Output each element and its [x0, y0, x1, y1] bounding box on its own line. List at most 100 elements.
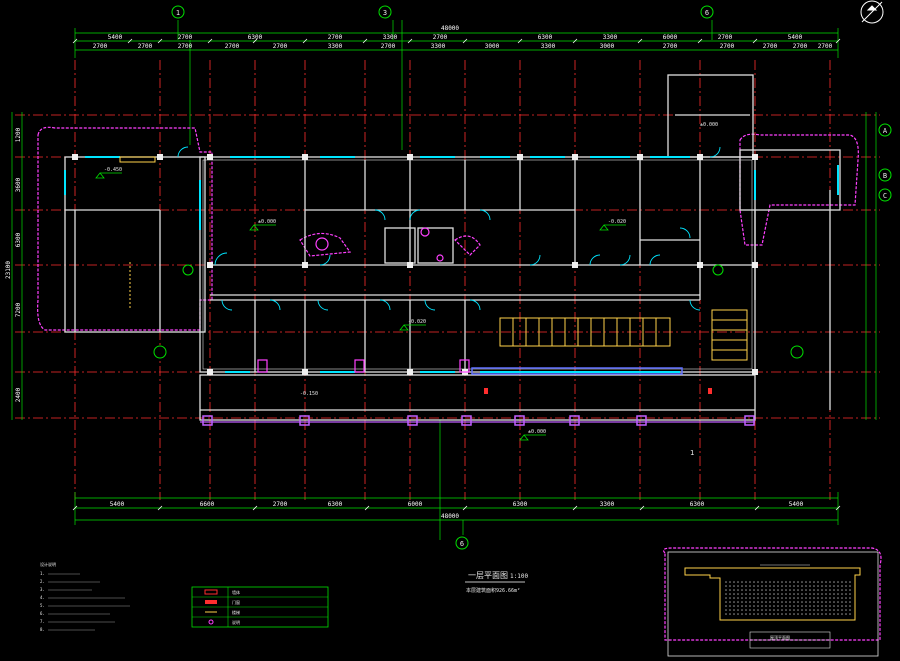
dim-text: 3300	[600, 501, 615, 508]
axis-label: 6	[460, 540, 464, 548]
red-markers	[484, 388, 712, 394]
landscape-outline	[37, 126, 882, 641]
axis-label: B	[883, 172, 887, 180]
elevation-markers	[95, 172, 626, 441]
dim-text: 2700	[273, 43, 288, 50]
dim-text: 2700	[663, 43, 678, 50]
dim-text: 2700	[793, 43, 808, 50]
elevation-labels: -0.450 ±0.000 -0.020 ±0.000 -0.020 ±0.00…	[104, 122, 718, 435]
dim-text: 2700	[138, 43, 153, 50]
elevation-text: ±0.000	[700, 122, 718, 128]
elevation-text: -0.450	[104, 167, 122, 173]
dim-text: 6300	[248, 34, 263, 41]
note-line: 8.	[40, 627, 45, 632]
dim-text: 6600	[200, 501, 215, 508]
elevation-text: ±0.000	[528, 429, 546, 435]
dimension-ticks	[72, 38, 841, 511]
legend-table: 墙体 门窗 楼梯 说明	[191, 586, 329, 628]
notes-heading: 设计说明	[40, 561, 56, 567]
dim-text: 2700	[763, 43, 778, 50]
dim-text: 2700	[433, 34, 448, 41]
note-line: 7.	[40, 619, 45, 624]
axis-bubbles	[153, 5, 892, 550]
fixtures	[257, 227, 470, 373]
dim-text: 2700	[720, 43, 735, 50]
dim-top-overall: 48000	[441, 25, 459, 32]
elevation-text: -0.020	[408, 319, 426, 325]
dim-text: 2400	[15, 387, 22, 402]
dim-text: 7200	[15, 302, 22, 317]
dim-text: 2700	[273, 501, 288, 508]
note-line: 2.	[40, 579, 45, 584]
dim-text: 6300	[328, 501, 343, 508]
dim-text: 1200	[15, 127, 22, 142]
dim-bottom-overall: 48000	[441, 513, 459, 520]
legend-row-text: 说明	[232, 619, 240, 625]
elevation-text: ±0.000	[258, 219, 276, 225]
dim-text: 2700	[93, 43, 108, 50]
drawing-scale: 1:100	[510, 573, 528, 580]
dim-text: 3000	[485, 43, 500, 50]
note-line: 1.	[40, 571, 45, 576]
stairs	[119, 156, 748, 361]
dim-text: 2700	[225, 43, 240, 50]
dim-text: 3300	[541, 43, 556, 50]
dim-text: 2700	[178, 43, 193, 50]
dim-text: 2700	[818, 43, 833, 50]
dim-top-row1: 5400 2700 6300 2700 3300 2700 6300 3300 …	[108, 34, 803, 41]
dim-text: 5400	[789, 501, 804, 508]
dimension-lines	[11, 20, 877, 540]
walls	[64, 74, 841, 421]
dim-text: 3300	[328, 43, 343, 50]
axis-grid	[15, 60, 880, 500]
dim-text: 3300	[383, 34, 398, 41]
dim-text: 5400	[110, 501, 125, 508]
dim-top-row2: 2700 2700 2700 2700 2700 3300 2700 3300 …	[93, 43, 833, 50]
dim-text: 2700	[381, 43, 396, 50]
axis-label: 6	[705, 9, 709, 17]
elevation-text: -0.150	[300, 391, 318, 397]
dim-text: 6300	[690, 501, 705, 508]
note-line: 3.	[40, 587, 45, 592]
dim-text: 23100	[5, 261, 12, 279]
axis-bubble-labels: 1 3 6 6 A B C	[176, 9, 888, 548]
inset-label: 屋顶平面图	[770, 634, 790, 640]
arcade-piers	[202, 415, 755, 426]
dim-left: 23100 1200 3600 6300 7200 2400	[5, 127, 22, 402]
legend-row-text: 门窗	[232, 599, 240, 605]
ramp-strip	[471, 367, 683, 375]
dim-text: 3000	[600, 43, 615, 50]
dim-text: 5400	[108, 34, 123, 41]
elevation-text: -0.020	[608, 219, 626, 225]
doors	[177, 146, 721, 311]
axis-label: 3	[383, 9, 387, 17]
dim-text: 6300	[513, 501, 528, 508]
dim-text: 6000	[408, 501, 423, 508]
drawing-title-block: 一层平面图 1:100 本层建筑面积926.66m²	[465, 571, 528, 594]
note-line: 5.	[40, 603, 45, 608]
dim-text: 5400	[788, 34, 803, 41]
dim-text: 3300	[603, 34, 618, 41]
dim-bottom-row: 5400 6600 2700 6300 6000 6300 3300 6300 …	[110, 501, 804, 508]
legend-row-text: 墙体	[232, 589, 240, 595]
inset-roof-plan: 屋顶平面图	[667, 551, 879, 657]
dim-text: 3600	[15, 177, 22, 192]
north-arrow-icon	[860, 0, 884, 24]
design-notes: 设计说明 1. 2. 3. 4. 5. 6. 7. 8.	[40, 561, 130, 632]
dim-text: 3300	[431, 43, 446, 50]
note-line: 6.	[40, 611, 45, 616]
note-number: 1	[690, 449, 694, 457]
dim-text: 2700	[328, 34, 343, 41]
axis-label: 1	[176, 9, 180, 17]
dim-text: 2700	[718, 34, 733, 41]
axis-label: A	[883, 127, 888, 135]
dim-text: 6000	[663, 34, 678, 41]
drawing-subtitle: 本层建筑面积926.66m²	[466, 587, 520, 594]
dim-text: 2700	[178, 34, 193, 41]
drawing-title: 一层平面图	[468, 571, 508, 580]
windows	[64, 156, 839, 373]
legend-row-text: 楼梯	[232, 609, 240, 615]
dim-text: 6300	[538, 34, 553, 41]
dim-text: 6300	[15, 232, 22, 247]
